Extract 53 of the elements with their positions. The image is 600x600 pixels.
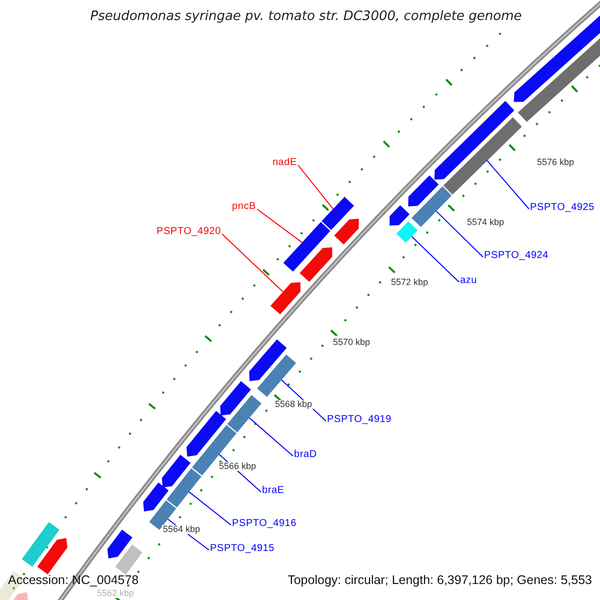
leader-line [436, 210, 484, 258]
leader-line [298, 164, 334, 210]
gene-label: braE [262, 486, 284, 496]
leader-line [248, 417, 294, 456]
gene-label: PSPTO_4916 [232, 519, 297, 529]
gene-label: nadE [272, 158, 297, 168]
genome-info-text: Topology: circular; Length: 6,397,126 bp; Genes: 5,553 [288, 574, 592, 586]
leader-line [222, 234, 284, 292]
leader-line [256, 208, 302, 243]
scale-label: 5576 kbp [536, 158, 576, 167]
gene-feature [334, 218, 359, 244]
gene-feature [270, 282, 300, 314]
gene-feature [115, 544, 142, 575]
scale-label: 5574 kbp [466, 218, 506, 227]
gene-feature [192, 425, 236, 476]
gene-feature [22, 522, 60, 567]
gene-feature [283, 222, 330, 272]
gene-feature [220, 381, 251, 416]
gene-feature [37, 538, 68, 574]
gene-feature [227, 395, 262, 432]
gene-feature [408, 175, 439, 206]
gene-feature [107, 530, 132, 558]
scale-label: 5562 kbp [96, 589, 136, 598]
gene-feature [412, 186, 452, 227]
scale-label: 5568 kbp [274, 400, 314, 409]
leader-line [486, 160, 530, 210]
gene-feature [396, 221, 418, 243]
gene-label: pncB [232, 202, 256, 212]
scale-label: 5566 kbp [218, 462, 258, 471]
gene-feature [434, 100, 514, 180]
gene-feature [166, 468, 202, 508]
gene-feature [186, 410, 226, 457]
gene-label: PSPTO_4920 [156, 227, 221, 237]
leader-line [188, 491, 232, 526]
scale-label: 5570 kbp [332, 338, 372, 347]
map-title: Pseudomonas syringae pv. tomato str. DC3000, complete genome [89, 10, 523, 23]
gene-label: braD [294, 450, 317, 460]
gene-feature [143, 482, 169, 512]
gene-label: PSPTO_4925 [530, 203, 595, 213]
leader-line [411, 236, 460, 282]
gene-feature [249, 339, 287, 382]
gene-feature [443, 117, 522, 195]
accession-text: Accession: NC_004578 [8, 574, 139, 586]
gene-feature [322, 196, 354, 230]
scale-label: 5564 kbp [162, 525, 202, 534]
gene-feature [162, 454, 191, 488]
gene-feature [300, 247, 332, 282]
gene-label: PSPTO_4915 [210, 544, 275, 554]
gene-feature [257, 354, 296, 397]
scale-label: 5572 kbp [390, 278, 430, 287]
gene-label: PSPTO_4919 [327, 415, 392, 425]
gene-label: PSPTO_4924 [484, 251, 549, 261]
gene-label: azu [460, 276, 478, 286]
